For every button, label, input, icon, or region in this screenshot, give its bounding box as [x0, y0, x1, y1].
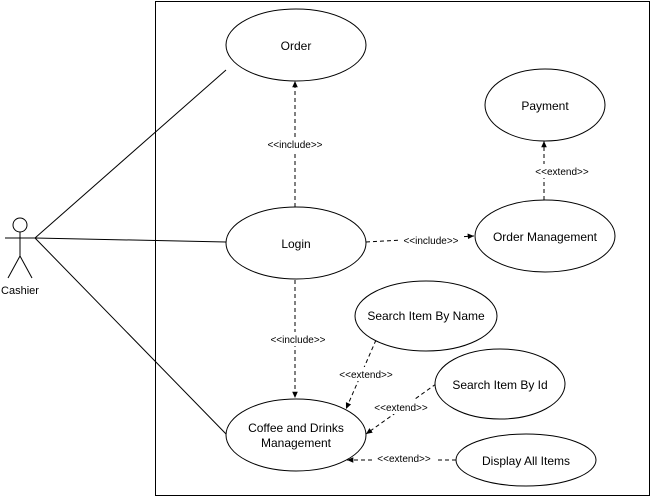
- association-coffee-management: [34, 237, 229, 437]
- use-case-order-management-label: Order Management: [493, 230, 598, 244]
- relation-label-bg: [262, 137, 328, 151]
- use-case-search-by-name[interactable]: Search Item By Name: [354, 280, 498, 352]
- relation-label-bg: [334, 367, 398, 381]
- use-case-login[interactable]: Login: [225, 206, 367, 280]
- relation-label-bg: [265, 332, 331, 346]
- relation-label-order-management-payment: <<extend>>: [535, 167, 589, 178]
- use-case-coffee-drinks-management[interactable]: Coffee and Drinks Management: [225, 398, 367, 472]
- actor-left-leg: [7, 255, 21, 279]
- relation-label-bg: [369, 400, 433, 414]
- use-case-coffee-label-line1: Coffee and Drinks: [248, 421, 344, 435]
- actor-cashier[interactable]: Cashier: [1, 217, 39, 297]
- use-case-payment-label: Payment: [521, 99, 569, 113]
- system-boundary: [155, 1, 650, 496]
- use-case-order-management[interactable]: Order Management: [474, 199, 616, 273]
- use-case-coffee-label-line2: Management: [261, 436, 332, 450]
- use-case-search-by-id[interactable]: Search Item By Id: [434, 348, 566, 420]
- relation-label-bg: [372, 451, 436, 465]
- use-case-order[interactable]: Order: [225, 8, 367, 82]
- use-case-display-all-items[interactable]: Display All Items: [455, 433, 597, 487]
- relation-label-login-order: <<include>>: [267, 140, 322, 151]
- relation-label-login-coffee-management: <<include>>: [270, 335, 325, 346]
- use-case-login-label: Login: [281, 237, 310, 251]
- relation-label-display-all-coffee: <<extend>>: [377, 454, 431, 465]
- use-case-order-label: Order: [281, 39, 312, 53]
- actor-label: Cashier: [1, 285, 39, 297]
- actor-head: [12, 217, 28, 233]
- use-case-search-by-id-label: Search Item By Id: [452, 378, 547, 392]
- actor-right-leg: [19, 255, 33, 279]
- association-order: [34, 69, 227, 239]
- use-case-payment[interactable]: Payment: [484, 68, 606, 142]
- relation-label-bg: [398, 233, 464, 247]
- relation-label-bg: [530, 164, 594, 178]
- association-login: [34, 237, 227, 243]
- use-case-search-by-name-label: Search Item By Name: [367, 309, 485, 323]
- relation-label-search-name-coffee: <<extend>>: [339, 370, 393, 381]
- relation-label-login-order-management: <<include>>: [403, 236, 458, 247]
- relation-label-search-id-coffee: <<extend>>: [374, 403, 428, 414]
- use-case-display-all-items-label: Display All Items: [482, 454, 570, 468]
